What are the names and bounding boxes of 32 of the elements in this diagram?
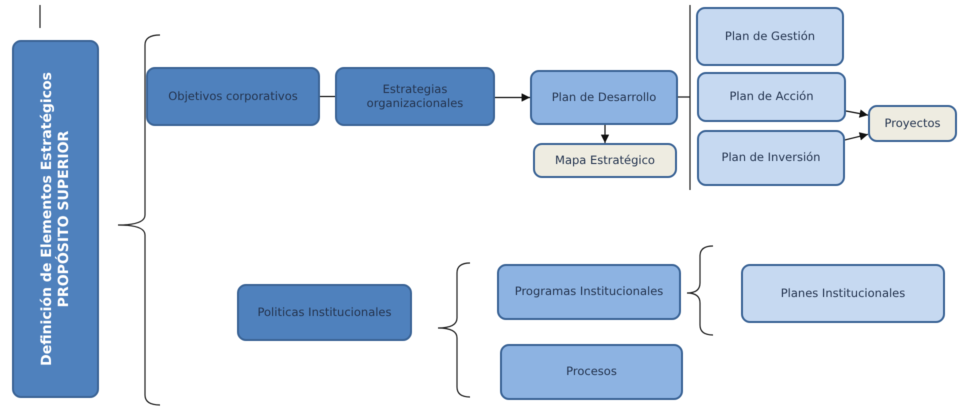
process-box [533, 143, 677, 178]
title-text: Definición de Elementos Estratégicos [38, 72, 55, 366]
process-box [146, 67, 320, 126]
box-label: Mapa Estratégico [555, 154, 655, 168]
process-box [697, 130, 845, 186]
process-box [530, 70, 678, 125]
box-label: Objetivos corporativos [168, 90, 298, 104]
process-box [868, 105, 957, 142]
process-box [500, 344, 683, 400]
box-label: Planes Institucionales [780, 286, 906, 300]
arrow [844, 132, 868, 141]
box-label: Plan de Desarrollo [552, 90, 656, 104]
arrow [600, 125, 610, 143]
box-label: Programas Institucionales [514, 285, 664, 299]
box-label: Estrategias organizacionales [366, 82, 464, 110]
box-label: Plan de Gestión [724, 30, 816, 44]
subtitle-text: PROPÓSITO SUPERIOR [56, 130, 72, 308]
arrow [846, 109, 868, 118]
connector-line [320, 96, 335, 98]
process-box [741, 264, 945, 323]
title-box [12, 40, 99, 398]
process-box [697, 72, 846, 122]
box-label: Plan de Inversión [722, 151, 820, 165]
box-label: Procesos [566, 365, 617, 379]
process-box [335, 67, 495, 126]
box-label: Proyectos [884, 116, 940, 130]
process-box [497, 264, 681, 320]
box-label: Politicas Institucionales [258, 306, 392, 320]
box-label: Plan de Acción [730, 90, 814, 104]
process-box [237, 284, 412, 341]
process-box [696, 7, 844, 66]
arrow [495, 93, 530, 102]
